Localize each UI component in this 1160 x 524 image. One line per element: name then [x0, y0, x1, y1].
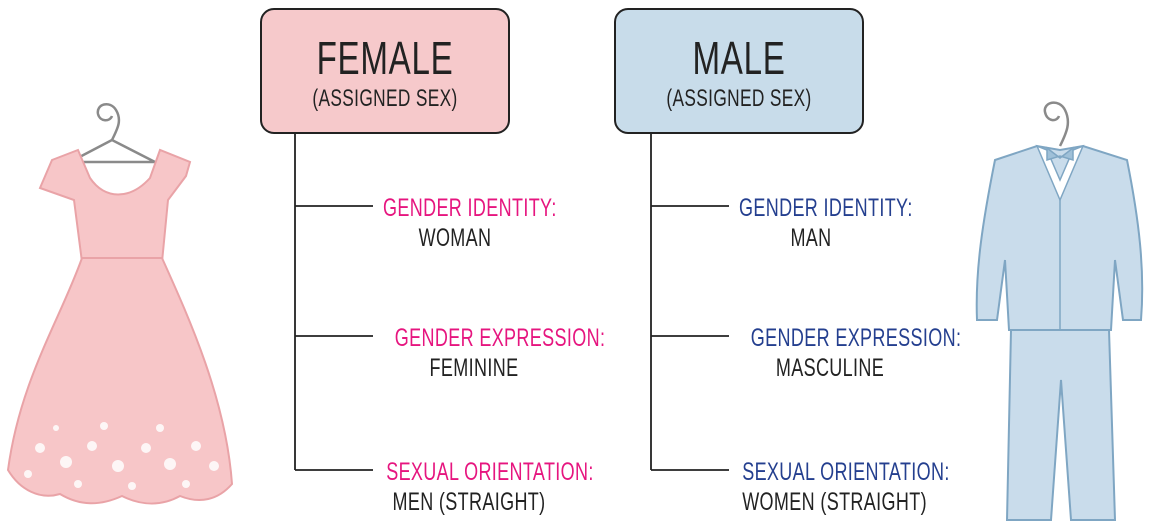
- dress-illustration: [6, 102, 234, 505]
- branch-value: MEN (STRAIGHT): [392, 488, 546, 516]
- male-subtitle: (ASSIGNED SEX): [666, 85, 812, 112]
- female-sexual-orientation: SEXUAL ORIENTATION: MEN (STRAIGHT): [354, 458, 594, 516]
- male-assigned-sex-box: MALE (ASSIGNED SEX): [614, 8, 864, 134]
- female-title: FEMALE: [316, 32, 454, 84]
- female-subtitle: (ASSIGNED SEX): [312, 85, 458, 112]
- male-gender-expression: GENDER EXPRESSION: MASCULINE: [720, 324, 962, 382]
- female-gender-identity: GENDER IDENTITY: WOMAN: [355, 194, 557, 252]
- branch-value: FEMININE: [429, 354, 519, 382]
- branch-value: WOMAN: [418, 224, 492, 252]
- branch-value: MASCULINE: [775, 354, 885, 382]
- hanger-hook-icon: [1043, 101, 1070, 147]
- suit-illustration: [975, 101, 1144, 521]
- male-title: MALE: [692, 32, 786, 84]
- branch-value: MAN: [790, 224, 832, 252]
- female-assigned-sex-box: FEMALE (ASSIGNED SEX): [260, 8, 510, 134]
- branch-label: GENDER IDENTITY:: [739, 194, 913, 222]
- male-gender-identity: GENDER IDENTITY: MAN: [711, 194, 913, 252]
- branch-value: WOMEN (STRAIGHT): [742, 488, 927, 516]
- branch-label: SEXUAL ORIENTATION:: [386, 458, 594, 486]
- hanger-hook-icon: [69, 102, 156, 164]
- branch-label: GENDER EXPRESSION:: [394, 324, 606, 352]
- branch-label: SEXUAL ORIENTATION:: [742, 458, 950, 486]
- male-sexual-orientation: SEXUAL ORIENTATION: WOMEN (STRAIGHT): [710, 458, 950, 516]
- female-gender-expression: GENDER EXPRESSION: FEMININE: [364, 324, 606, 382]
- branch-label: GENDER EXPRESSION:: [750, 324, 962, 352]
- branch-label: GENDER IDENTITY:: [383, 194, 557, 222]
